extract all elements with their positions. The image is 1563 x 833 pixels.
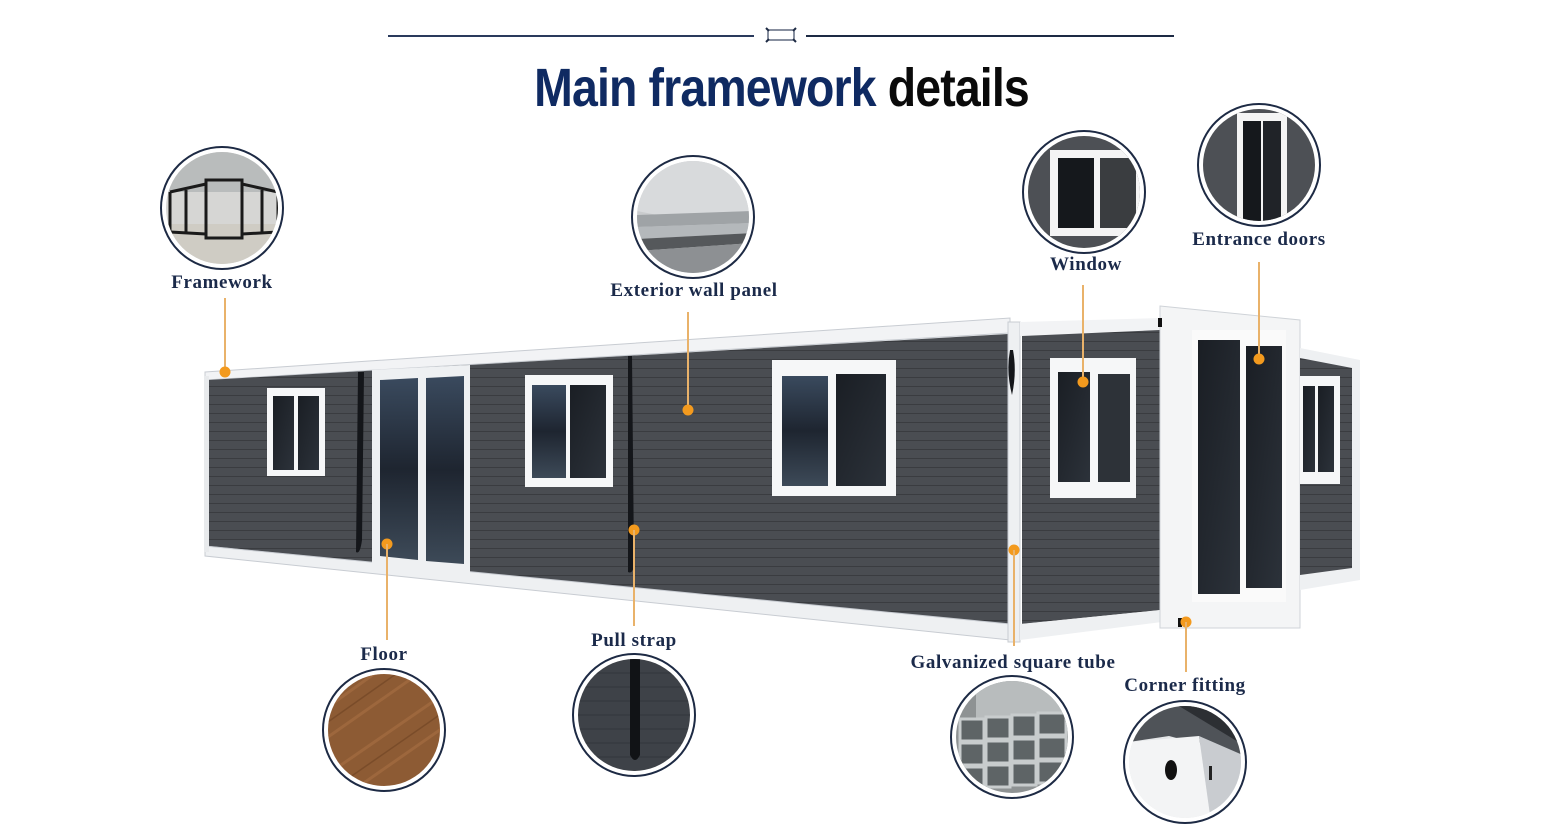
exterior-wall-panel-marker-dot[interactable] <box>682 404 694 416</box>
galvanized-square-tube-label: Galvanized square tube <box>910 652 1116 673</box>
framework-marker-dot[interactable] <box>219 366 231 378</box>
pull-strap-leader-line <box>633 530 635 626</box>
framework-thumbnail <box>160 146 284 270</box>
steel-frame-icon <box>166 152 278 264</box>
entrance-doors-leader-line <box>1258 262 1260 359</box>
door-icon <box>1203 109 1315 221</box>
header-divider-left <box>388 35 754 37</box>
entrance-doors-label: Entrance doors <box>1192 229 1326 250</box>
galvanized-square-tube-thumbnail <box>950 675 1074 799</box>
floor-thumbnail <box>322 668 446 792</box>
page-title: Main framework details <box>109 56 1453 120</box>
floor-label: Floor <box>360 644 408 665</box>
corner-fitting-label: Corner fitting <box>1124 675 1246 696</box>
title-primary: Main framework <box>534 58 876 118</box>
window-label: Window <box>1050 254 1122 275</box>
header-divider-right <box>806 35 1174 37</box>
container-outline-icon <box>765 27 797 43</box>
window-leader-line <box>1082 285 1084 382</box>
exterior-wall-panel-thumbnail <box>631 155 755 279</box>
pull-strap-thumbnail <box>572 653 696 777</box>
galvanized-square-tube-leader-line <box>1013 550 1015 646</box>
strap-icon <box>578 659 690 771</box>
framework-leader-line <box>224 298 226 372</box>
window-icon <box>1028 136 1140 248</box>
corner-fitting-thumbnail <box>1123 700 1247 824</box>
corner-fitting-leader-line <box>1185 622 1187 672</box>
exterior-wall-panel-label: Exterior wall panel <box>610 280 778 301</box>
window-marker-dot[interactable] <box>1077 376 1089 388</box>
floor-leader-line <box>386 544 388 640</box>
pull-strap-label: Pull strap <box>591 630 677 651</box>
sandwich-panel-icon <box>637 161 749 273</box>
square-tubes-icon <box>956 681 1068 793</box>
entrance-doors-marker-dot[interactable] <box>1253 353 1265 365</box>
exterior-wall-panel-leader-line <box>687 312 689 410</box>
framework-label: Framework <box>171 272 273 293</box>
entrance-doors-thumbnail <box>1197 103 1321 227</box>
wood-floor-icon <box>328 674 440 786</box>
corner-fitting-icon <box>1129 706 1241 818</box>
title-secondary: details <box>887 58 1030 118</box>
window-thumbnail <box>1022 130 1146 254</box>
